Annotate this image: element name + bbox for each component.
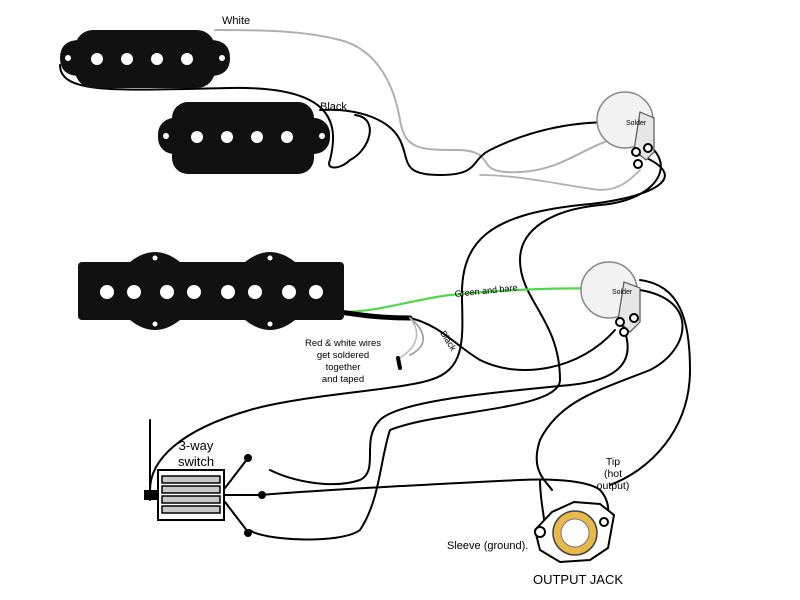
p-pickup-upper	[60, 30, 230, 88]
switch-label-line1: 3-way	[179, 438, 214, 453]
pole-piece	[309, 285, 323, 299]
pole-piece	[221, 285, 235, 299]
pot1-ground-wire	[149, 154, 666, 491]
pole-piece	[127, 285, 141, 299]
white-wire-label: White	[222, 15, 250, 27]
pot-link-wire	[249, 139, 662, 541]
jack-return-wire	[609, 279, 691, 486]
volume-pot-top: Solder	[596, 91, 655, 169]
white-wire	[214, 29, 611, 174]
output-jack-label: OUTPUT JACK	[533, 572, 623, 587]
red-white-note-line4: and taped	[322, 374, 364, 385]
grey-return-wire	[479, 169, 641, 191]
pole-piece	[248, 285, 262, 299]
pole-piece	[187, 285, 201, 299]
j-pickup-lead	[337, 309, 413, 321]
red-white-wires-2	[399, 317, 418, 359]
three-way-switch	[144, 454, 266, 537]
j-pickup	[78, 252, 344, 330]
pot2-jack-wire	[535, 289, 684, 491]
green-bare-label: Green and bare	[454, 282, 518, 299]
switch-wire-a	[224, 457, 249, 489]
red-white-note-line2: get soldered	[317, 350, 369, 361]
switch-label-line2: switch	[178, 454, 214, 469]
j-black-wire	[409, 317, 616, 371]
volume-pot-bottom: Solder	[580, 261, 641, 337]
pole-piece	[282, 285, 296, 299]
pole-piece	[151, 53, 163, 65]
green-bare-wire	[338, 287, 614, 314]
black-wire	[319, 108, 613, 176]
pole-piece	[221, 131, 233, 143]
pole-piece	[251, 131, 263, 143]
red-white-note-line3: together	[326, 362, 361, 373]
switch-wire-c	[224, 501, 249, 533]
solder-label-top: Solder	[626, 120, 647, 127]
pole-piece	[181, 53, 193, 65]
pole-piece	[191, 131, 203, 143]
p-pickup-ground-wire-2	[349, 114, 371, 161]
pole-piece	[91, 53, 103, 65]
tip-label-line3: output)	[597, 480, 630, 492]
pole-piece	[281, 131, 293, 143]
red-white-wires	[409, 317, 424, 356]
sleeve-label: Sleeve (ground).	[447, 540, 528, 552]
taped-end	[396, 356, 402, 370]
p-pickup-lower	[158, 102, 330, 174]
tip-label-line1: Tip	[606, 456, 620, 468]
pole-piece	[121, 53, 133, 65]
switch-to-jack-wire	[259, 478, 601, 496]
pole-piece	[100, 285, 114, 299]
pot2-switch-wire	[269, 319, 629, 486]
labels: White Black Green and bare Black Red & w…	[178, 15, 629, 587]
j-black-label: Black	[438, 329, 458, 353]
solder-label-bottom: Solder	[612, 289, 633, 296]
pole-piece	[160, 285, 174, 299]
tip-label-line2: (hot	[604, 468, 622, 480]
black-wire-label: Black	[320, 101, 347, 113]
red-white-note-line1: Red & white wires	[305, 338, 381, 349]
output-jack	[533, 500, 616, 564]
